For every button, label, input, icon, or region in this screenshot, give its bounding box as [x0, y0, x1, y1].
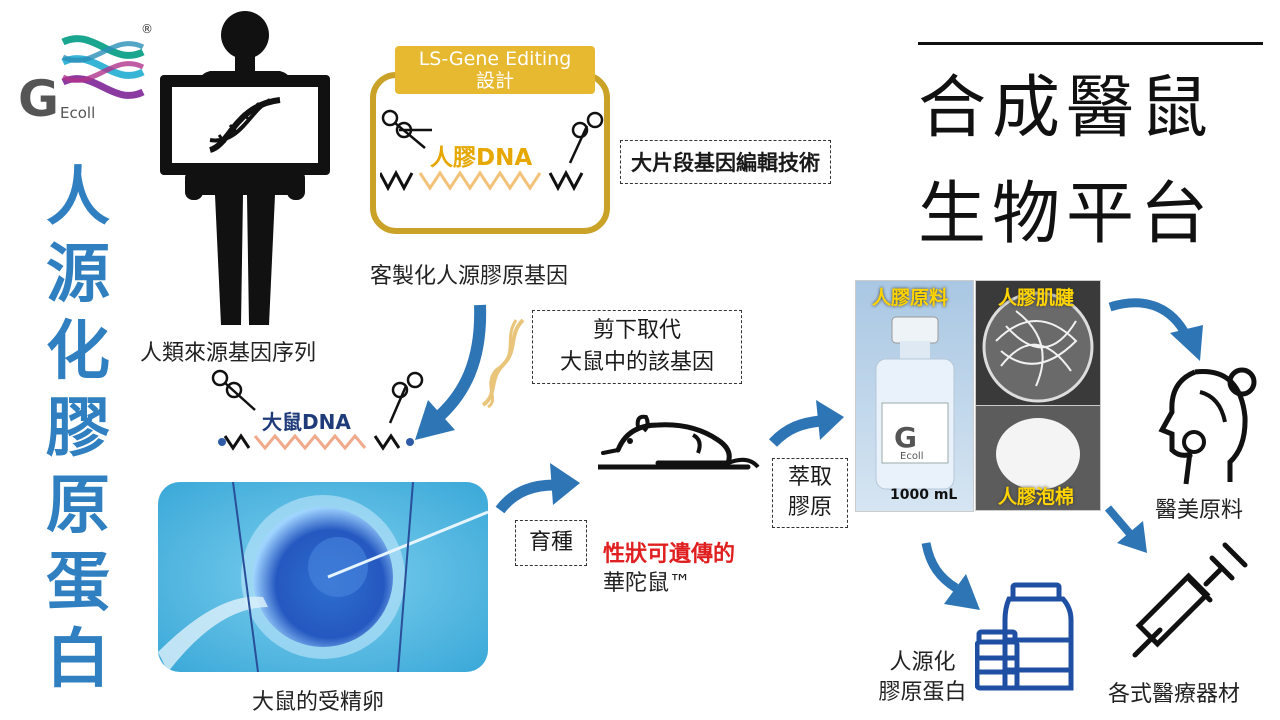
human-seq-label: 人類來源基因序列 [140, 341, 317, 366]
logo-subtext: Ecoll [60, 104, 96, 122]
vtitle-char: 原 [46, 469, 110, 543]
heritable-label: 性狀可遺傳的 [603, 542, 736, 567]
ls-gene-tab: LS-Gene Editing 設計 [395, 46, 595, 94]
arrow-down-icon [410, 300, 510, 450]
vtitle-char: 蛋 [46, 546, 110, 620]
vtitle-char: 化 [46, 315, 110, 389]
face-care-icon [1150, 362, 1260, 487]
rat-icon [595, 405, 763, 485]
foam-photo: 人膠泡棉 [975, 405, 1101, 511]
raw-material-label: 人膠原料 [872, 287, 949, 309]
main-title-line1: 合成醫鼠 [918, 69, 1215, 148]
bottle-logo-letter: G [894, 421, 917, 454]
arrow-right-icon [495, 455, 585, 515]
collagen-label: 人源化 膠原蛋白 [875, 648, 970, 708]
collagen-line1: 人源化 [889, 650, 956, 675]
extract-box: 萃取 膠原 [772, 458, 848, 528]
arrow-down-right-icon [1104, 505, 1150, 555]
collagen-bottles-icon [974, 580, 1080, 695]
fertilized-egg-label: 大鼠的受精卵 [252, 690, 385, 715]
vtitle-char: 源 [46, 238, 110, 312]
extract-line2: 膠原 [787, 495, 832, 520]
ls-tab-line2: 設計 [475, 70, 514, 92]
human-dna-label: 人膠DNA [430, 145, 533, 171]
cut-line1: 剪下取代 [592, 318, 681, 343]
cut-replace-box: 剪下取代 大鼠中的該基因 [532, 310, 742, 384]
devices-label: 各式醫療器材 [1108, 682, 1241, 707]
raw-material-photo: 人膠原料 G Ecoll 1000 mL [855, 280, 974, 512]
arrow-right-icon [768, 395, 848, 450]
collagen-line2: 膠原蛋白 [878, 680, 967, 705]
vtitle-char: 膠 [46, 392, 110, 466]
bottle-logo-subtext: Ecoll [900, 451, 924, 462]
breed-box: 育種 [515, 520, 587, 566]
vtitle-char: 人 [46, 161, 110, 235]
foam-label: 人膠泡棉 [998, 486, 1075, 508]
scissors-dna-graphic [378, 108, 605, 198]
aesthetic-label: 醫美原料 [1155, 498, 1244, 523]
dna-icon [205, 95, 285, 155]
registered-mark: ® [141, 22, 153, 36]
main-title-line2: 生物平台 [918, 175, 1215, 254]
title-rule [918, 42, 1263, 45]
logo-letter: G [18, 70, 60, 128]
rat-dna-graphic [210, 368, 425, 458]
gecoll-logo: G Ecoll ® [18, 22, 153, 128]
human-silhouette-icon [155, 5, 335, 335]
fertilized-egg-image [158, 482, 488, 672]
extract-line1: 萃取 [787, 465, 832, 490]
arrow-curve-icon [1108, 295, 1208, 365]
custom-gene-label: 客製化人源膠原基因 [370, 264, 569, 289]
syringe-icon [1130, 540, 1250, 660]
gold-dna-fragment-icon [478, 315, 528, 410]
tendon-photo: 人膠肌腱 [975, 280, 1101, 406]
arrow-down-icon [918, 540, 988, 615]
vertical-title: 人 源 化 膠 原 蛋 白 [38, 160, 118, 699]
cut-line2: 大鼠中的該基因 [559, 350, 714, 375]
rat-dna-label: 大鼠DNA [262, 410, 351, 434]
ls-tab-line1: LS-Gene Editing [418, 48, 572, 70]
tech-box: 大片段基因編輯技術 [620, 140, 831, 184]
huatuo-rat-label: 華陀鼠™ [603, 571, 692, 596]
vtitle-char: 白 [46, 623, 110, 697]
volume-label: 1000 mL [890, 487, 958, 503]
tendon-label: 人膠肌腱 [998, 287, 1075, 309]
